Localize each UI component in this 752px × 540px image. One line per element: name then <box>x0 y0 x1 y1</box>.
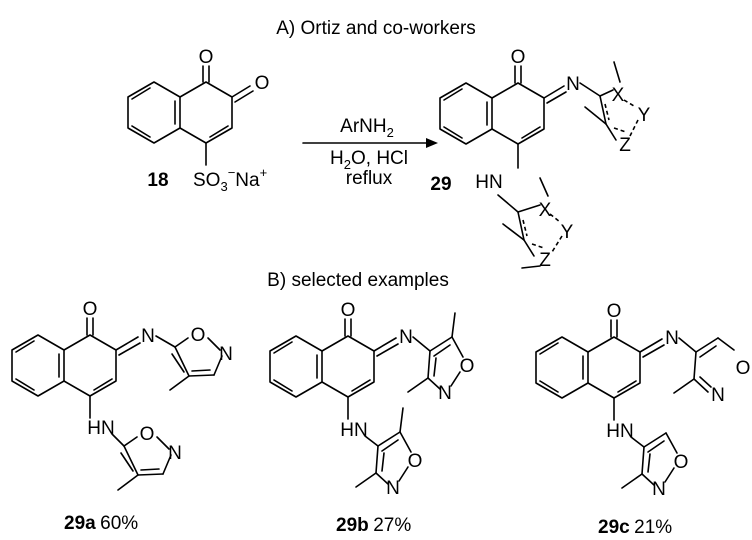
product-atom-z1: Z <box>619 135 631 156</box>
compound-29c-structure <box>535 319 735 489</box>
29c-imine-n: N <box>665 328 679 349</box>
reaction-arrow <box>302 138 438 148</box>
section-a-title: A) Ortiz and co-workers <box>276 18 476 39</box>
product-29-structure <box>439 61 639 269</box>
29a-ring-o2: O <box>140 424 155 445</box>
product-carbonyl-o: O <box>511 47 526 68</box>
29c-ring-o2: O <box>674 452 689 473</box>
product-label: 29 <box>430 174 451 195</box>
29b-ring-n2: N <box>386 478 400 499</box>
29b-ring-n1: N <box>438 383 452 404</box>
29a-ring-o1: O <box>191 325 206 346</box>
29c-caption: 29c 21% <box>598 517 672 538</box>
compound-29b-structure <box>269 312 464 488</box>
29b-amine-hn: HN <box>340 420 367 441</box>
29a-ring-n1: N <box>219 344 233 365</box>
section-b-title: B) selected examples <box>267 270 449 291</box>
29b-ring-o1: O <box>460 356 475 377</box>
reagent-label: ArNH2 <box>340 116 394 140</box>
reactant-sulfonate: SO3−Na+ <box>193 165 267 194</box>
29c-ring-o1: O <box>736 358 751 379</box>
reactant-carbonyl-o1: O <box>199 47 214 68</box>
condition-line-2: reflux <box>346 168 393 189</box>
product-imine-n: N <box>566 74 580 95</box>
29a-ring-n2: N <box>168 443 182 464</box>
29b-ring-o2: O <box>408 451 423 472</box>
reactant-18-structure <box>127 65 254 166</box>
29a-carbonyl-o: O <box>83 299 98 320</box>
product-atom-y1: Y <box>638 105 651 126</box>
29a-caption: 29a 60% <box>64 513 138 534</box>
reactant-carbonyl-o2: O <box>255 73 270 94</box>
29c-ring-n2: N <box>652 479 666 500</box>
condition-line-1: H2O, HCl <box>330 148 408 172</box>
29c-amine-hn: HN <box>606 421 633 442</box>
29c-carbonyl-o: O <box>607 301 622 322</box>
29a-amine-hn: HN <box>87 418 114 439</box>
product-atom-x2: X <box>539 200 552 221</box>
product-atom-y2: Y <box>561 222 574 243</box>
product-atom-z2: Z <box>539 250 551 271</box>
29b-carbonyl-o: O <box>341 300 356 321</box>
29c-ring-n1: N <box>711 385 725 406</box>
product-atom-x1: X <box>612 85 625 106</box>
29b-caption: 29b 27% <box>336 515 411 536</box>
product-amine-hn: HN <box>475 172 502 193</box>
29b-imine-n: N <box>399 327 413 348</box>
reactant-label: 18 <box>147 170 168 191</box>
29a-imine-n: N <box>141 326 155 347</box>
compound-29a-structure <box>11 317 223 491</box>
